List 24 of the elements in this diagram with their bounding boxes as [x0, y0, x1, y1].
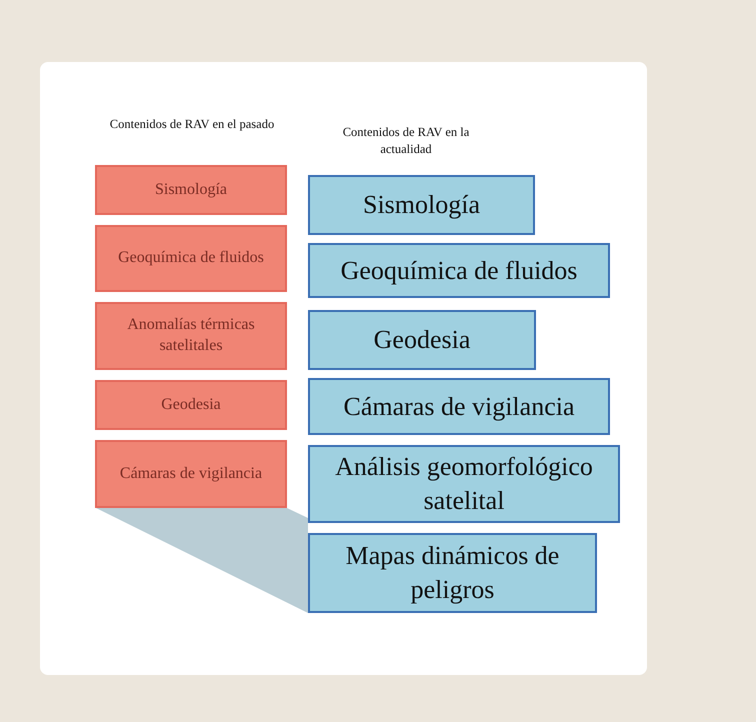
past-content-box — [95, 225, 287, 292]
box-text: Cámaras de vigilancia — [118, 464, 264, 484]
box-text: Cámaras de vigilancia — [342, 390, 576, 423]
column-heading: Contenidos de RAV en el pasado — [108, 116, 276, 133]
box-text: Sismología — [154, 180, 228, 200]
box-text: Mapas dinámicos de peligros — [344, 540, 560, 606]
current-content-box — [308, 445, 620, 523]
past-content-box — [95, 302, 287, 370]
box-text: Geoquímica de fluidos — [340, 254, 578, 287]
past-content-box — [95, 380, 287, 430]
past-content-box — [95, 440, 287, 508]
current-content-box — [308, 378, 610, 435]
box-text: Sismología — [362, 189, 481, 222]
current-content-box — [308, 533, 597, 613]
past-content-box — [95, 165, 287, 215]
box-text: Geodesia — [372, 324, 472, 356]
current-content-box — [308, 310, 536, 370]
box-text: Geodesia — [160, 394, 222, 415]
box-text: Geoquímica de fluidos — [117, 248, 265, 268]
current-content-box — [308, 175, 535, 235]
current-content-box — [308, 243, 610, 298]
box-text: Anomalías térmicas satelitales — [126, 315, 256, 356]
column-heading: Contenidos de RAV en la actualidad — [342, 124, 470, 158]
box-text: Análisis geomorfológico satelital — [334, 451, 594, 517]
